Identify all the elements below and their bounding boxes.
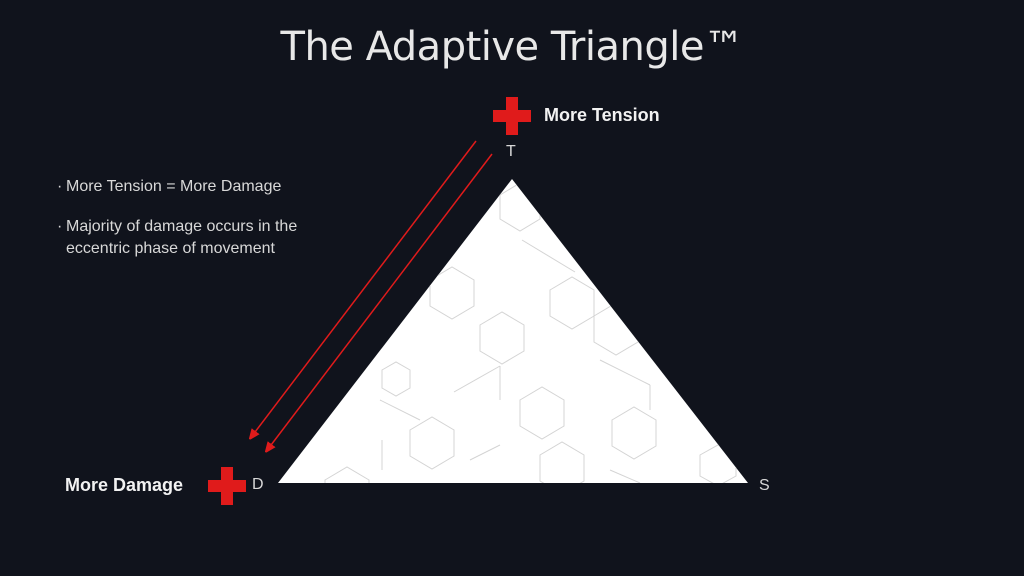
bullet-text: Majority of damage occurs in the eccentr… — [66, 218, 298, 257]
vertex-d-label: D — [252, 476, 264, 493]
vertex-t-label: T — [506, 143, 516, 160]
bullet-marker: · — [57, 178, 63, 195]
triangle-shape — [278, 179, 748, 483]
vertex-s-label: S — [759, 477, 770, 494]
hexagon-pattern — [324, 182, 737, 483]
slide-title: The Adaptive Triangle™ — [280, 24, 744, 70]
bullet-text: More Tension = More Damage — [66, 178, 282, 195]
more-tension-label: More Tension — [544, 105, 660, 125]
bullet-item: · More Tension = More Damage — [57, 176, 341, 198]
plus-icon — [208, 467, 246, 505]
bullet-item: · Majority of damage occurs in the eccen… — [57, 216, 341, 260]
more-damage-label: More Damage — [65, 475, 184, 495]
tension-arrow-inner — [268, 153, 493, 449]
tension-arrow-outer — [252, 140, 477, 436]
plus-icon — [493, 97, 531, 135]
bullet-marker: · — [57, 218, 63, 235]
bullet-list: · More Tension = More Damage · Majority … — [57, 176, 341, 278]
